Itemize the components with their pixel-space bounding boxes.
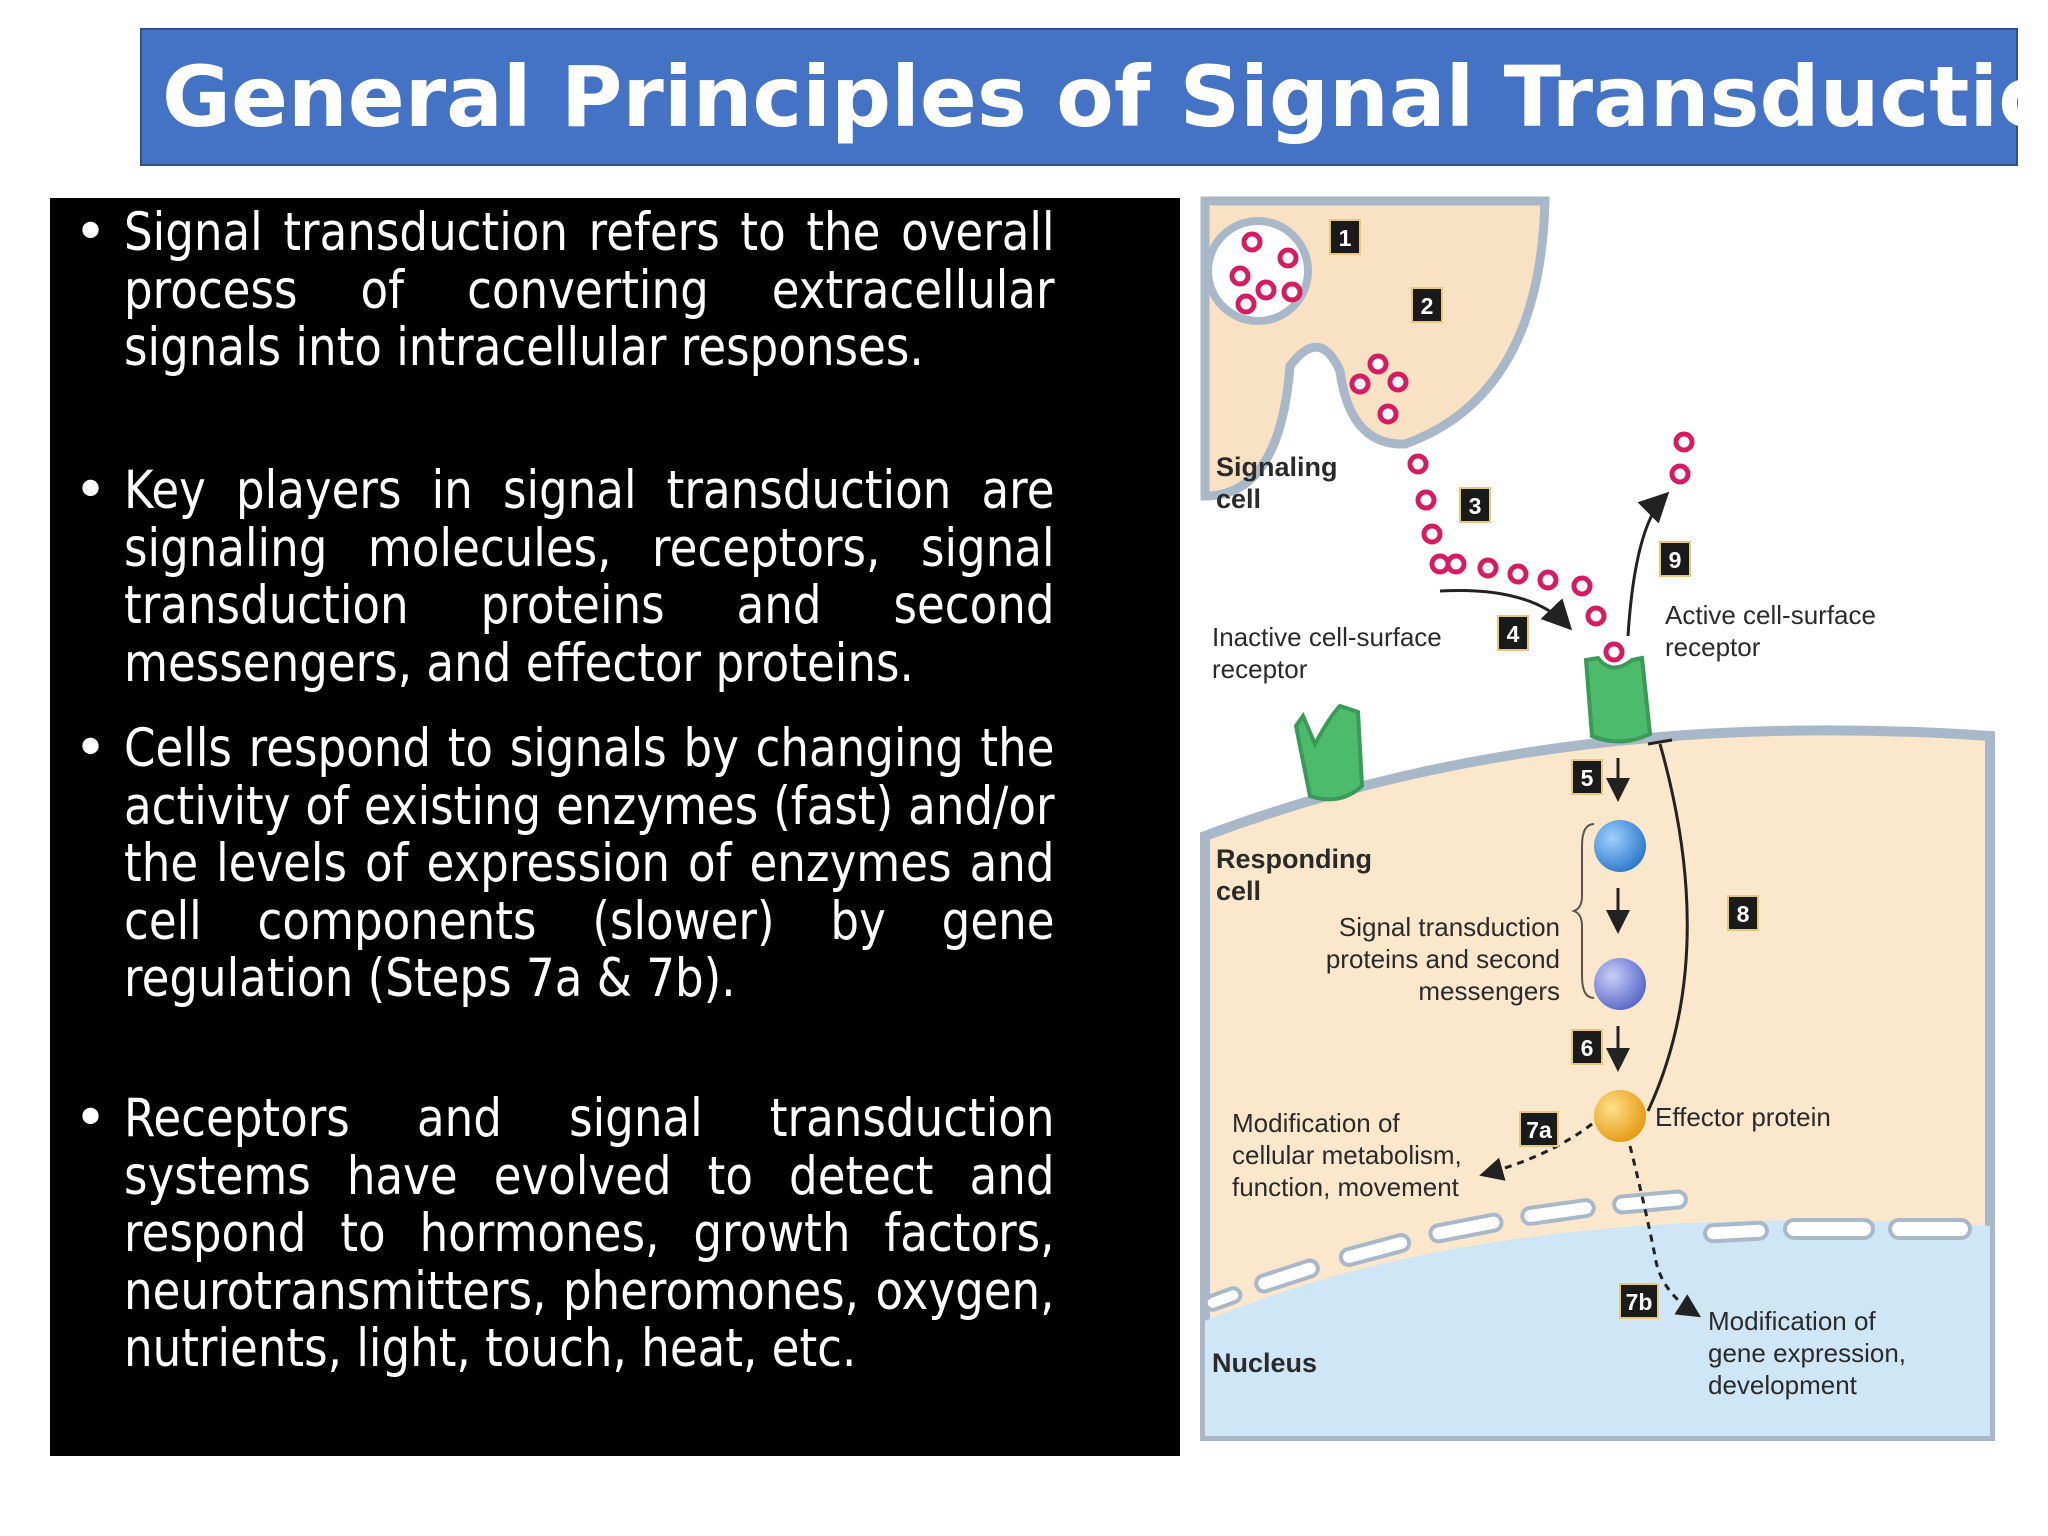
step-badge-6: 6: [1571, 1029, 1603, 1065]
step-badge-7b: 7b: [1619, 1283, 1659, 1319]
signal-transduction-diagram: 1 2 3 4 9 5 8 6 7a 7b Signaling cell Ina…: [1200, 196, 1995, 1441]
label-modification-metabolism: Modification of: [1232, 1108, 1400, 1138]
bullet-dot: •: [74, 716, 108, 781]
step-badge-7a: 7a: [1519, 1111, 1559, 1147]
bullet-dot: •: [74, 200, 108, 265]
label-active-receptor: Active cell-surface: [1665, 600, 1876, 630]
active-receptor: [1583, 655, 1653, 744]
inactive-receptor: [1293, 703, 1365, 802]
svg-text:3: 3: [1469, 493, 1482, 519]
step-badge-5: 5: [1571, 759, 1603, 795]
bullet-dot: •: [74, 1086, 108, 1151]
bullet-text: Receptors and signal transduction system…: [124, 1088, 1055, 1380]
label-signal-proteins-3: messengers: [1418, 976, 1560, 1006]
nuclear-envelope: [1203, 1189, 1972, 1312]
label-signal-proteins-2: proteins and second: [1326, 944, 1560, 974]
label-modification-gene-2: gene expression,: [1708, 1338, 1906, 1368]
label-active-receptor-2: receptor: [1665, 632, 1761, 662]
step-badge-8: 8: [1727, 895, 1759, 931]
step-badge-4: 4: [1497, 615, 1529, 651]
signal-protein-blue: [1594, 820, 1646, 872]
label-inactive-receptor: Inactive cell-surface: [1212, 622, 1442, 652]
label-modification-metabolism-2: cellular metabolism,: [1232, 1140, 1462, 1170]
svg-text:2: 2: [1421, 293, 1434, 319]
label-signaling-cell-2: cell: [1216, 484, 1261, 514]
label-nucleus: Nucleus: [1212, 1348, 1317, 1378]
label-modification-metabolism-3: function, movement: [1232, 1172, 1460, 1202]
signal-protein-violet: [1594, 958, 1646, 1010]
bullet-text: Cells respond to signals by changing the…: [124, 718, 1055, 1010]
step-badge-3: 3: [1459, 487, 1491, 523]
signaling-molecules: [1229, 231, 1695, 663]
bullet-text: Signal transduction refers to the overal…: [124, 202, 1055, 379]
svg-text:7a: 7a: [1526, 1117, 1552, 1143]
svg-text:4: 4: [1507, 621, 1520, 647]
svg-text:1: 1: [1339, 225, 1352, 251]
step-badge-1: 1: [1329, 219, 1361, 255]
label-modification-gene-3: development: [1708, 1370, 1858, 1400]
label-responding-cell-2: cell: [1216, 876, 1261, 906]
step-badge-2: 2: [1411, 287, 1443, 323]
label-modification-gene: Modification of: [1708, 1306, 1876, 1336]
effector-protein: [1594, 1090, 1646, 1142]
step-badges: 1 2 3 4 9 5 8 6 7a 7b: [1329, 219, 1759, 1319]
label-effector-protein: Effector protein: [1655, 1102, 1831, 1132]
slide-title: General Principles of Signal Transductio…: [162, 48, 2048, 146]
label-inactive-receptor-2: receptor: [1212, 654, 1308, 684]
svg-text:9: 9: [1669, 547, 1682, 573]
svg-text:5: 5: [1581, 765, 1594, 791]
svg-text:8: 8: [1737, 901, 1750, 927]
label-signal-proteins: Signal transduction: [1339, 912, 1560, 942]
label-signaling-cell: Signaling: [1216, 452, 1338, 482]
bullet-panel: • Signal transduction refers to the over…: [50, 198, 1180, 1456]
title-banner: General Principles of Signal Transductio…: [140, 28, 2048, 166]
nucleus: [1205, 1220, 1990, 1436]
bullet-text: Key players in signal transduction are s…: [124, 460, 1055, 694]
label-responding-cell: Responding: [1216, 844, 1372, 874]
svg-text:6: 6: [1581, 1035, 1594, 1061]
svg-text:7b: 7b: [1626, 1289, 1653, 1315]
step-badge-9: 9: [1659, 541, 1691, 577]
bullet-dot: •: [74, 458, 108, 523]
